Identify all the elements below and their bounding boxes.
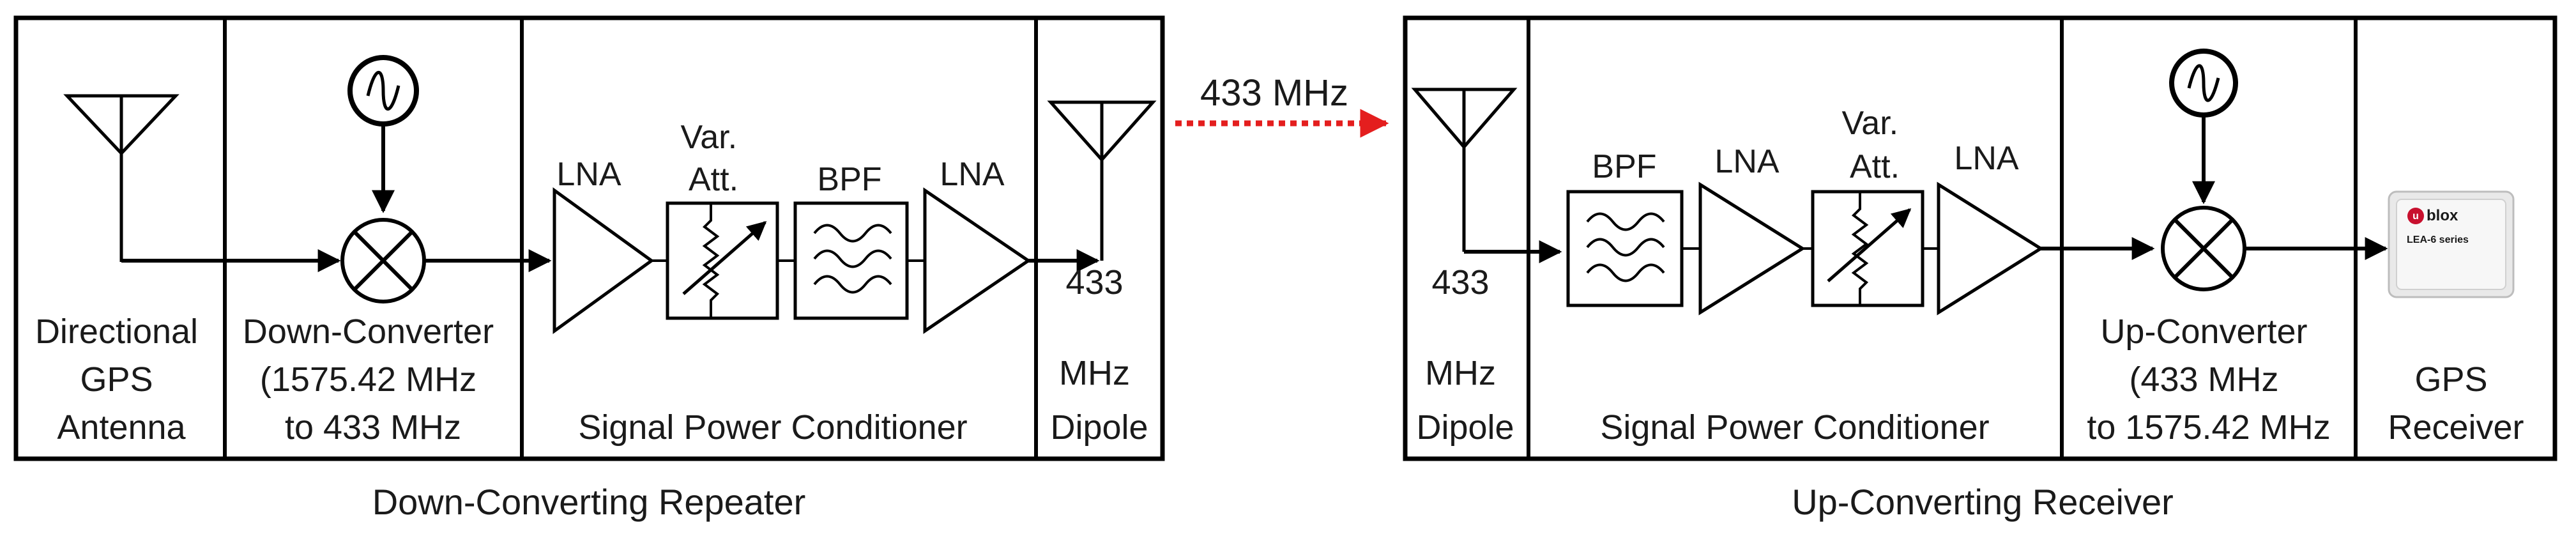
module-series-text: LEA-6 series (2407, 234, 2469, 245)
receiver-caption: Up-Converting Receiver (1792, 482, 2174, 522)
gps-antenna-icon (63, 94, 179, 262)
link-frequency-label: 433 MHz (1200, 72, 1348, 114)
up-converter-label: Up-Converter (433 MHz to 1575.42 MHz (2087, 312, 2330, 447)
receiver-dipole-label: 433 MHz Dipole (1416, 263, 1514, 447)
repeater-lna2-label: LNA (940, 156, 1004, 193)
repeater-dipole-label: 433 MHz Dipole (1050, 263, 1148, 447)
gps-receiver-label: GPS Receiver (2388, 360, 2524, 447)
repeater-variable-attenuator-icon (666, 201, 779, 320)
receiver-lna1-label: LNA (1714, 143, 1779, 180)
repeater-group: Directional GPS Antenna Down-Converter (… (13, 15, 1165, 522)
antenna-label: Directional GPS Antenna (35, 312, 208, 447)
repeater-lna1-icon (553, 187, 655, 334)
repeater-caption: Down-Converting Repeater (372, 482, 806, 522)
receiver-oscillator-icon (2169, 49, 2238, 118)
receiver-mixer-icon (2161, 206, 2246, 291)
repeater-lna1-label: LNA (556, 156, 621, 193)
repeater-lna2-icon (923, 187, 1032, 334)
receiver-bpf-icon (1566, 190, 1684, 307)
receiver-bpf-label: BPF (1592, 148, 1656, 185)
receiver-outer-box (1403, 15, 2557, 461)
repeater-bpf-icon (793, 201, 909, 320)
ublox-logo-icon (2407, 208, 2424, 224)
receiver-var-att-label: Var. Att. (1841, 105, 1907, 185)
svg-text:u: u (2412, 211, 2419, 222)
receiver-conditioner-label: Signal Power Conditioner (1600, 408, 1989, 447)
receiver-lna2-label: LNA (1954, 140, 2018, 177)
down-converter-label: Down-Converter (1575.42 MHz to 433 MHz (243, 312, 503, 447)
wireless-link: 433 MHz (1175, 72, 1389, 138)
module-brand: blox (2427, 207, 2458, 224)
gps-module-image: u blox LEA-6 series (2388, 190, 2515, 298)
receiver-group: u blox LEA-6 series 433 MHz Dipole Signa… (1403, 15, 2557, 522)
repeater-conditioner-label: Signal Power Conditioner (578, 408, 967, 447)
repeater-bpf-label: BPF (817, 161, 881, 198)
oscillator-icon (347, 55, 419, 127)
repeater-dipole-antenna-icon (1047, 100, 1157, 261)
receiver-lna1-icon (1698, 181, 1806, 316)
receiver-variable-attenuator-icon (1811, 190, 1924, 307)
receiver-lna2-icon (1937, 181, 2044, 316)
receiver-dipole-antenna-icon (1411, 88, 1518, 252)
repeater-var-att-label: Var. Att. (680, 119, 746, 198)
mixer-icon (340, 218, 426, 303)
repeater-outer-box (13, 15, 1165, 461)
